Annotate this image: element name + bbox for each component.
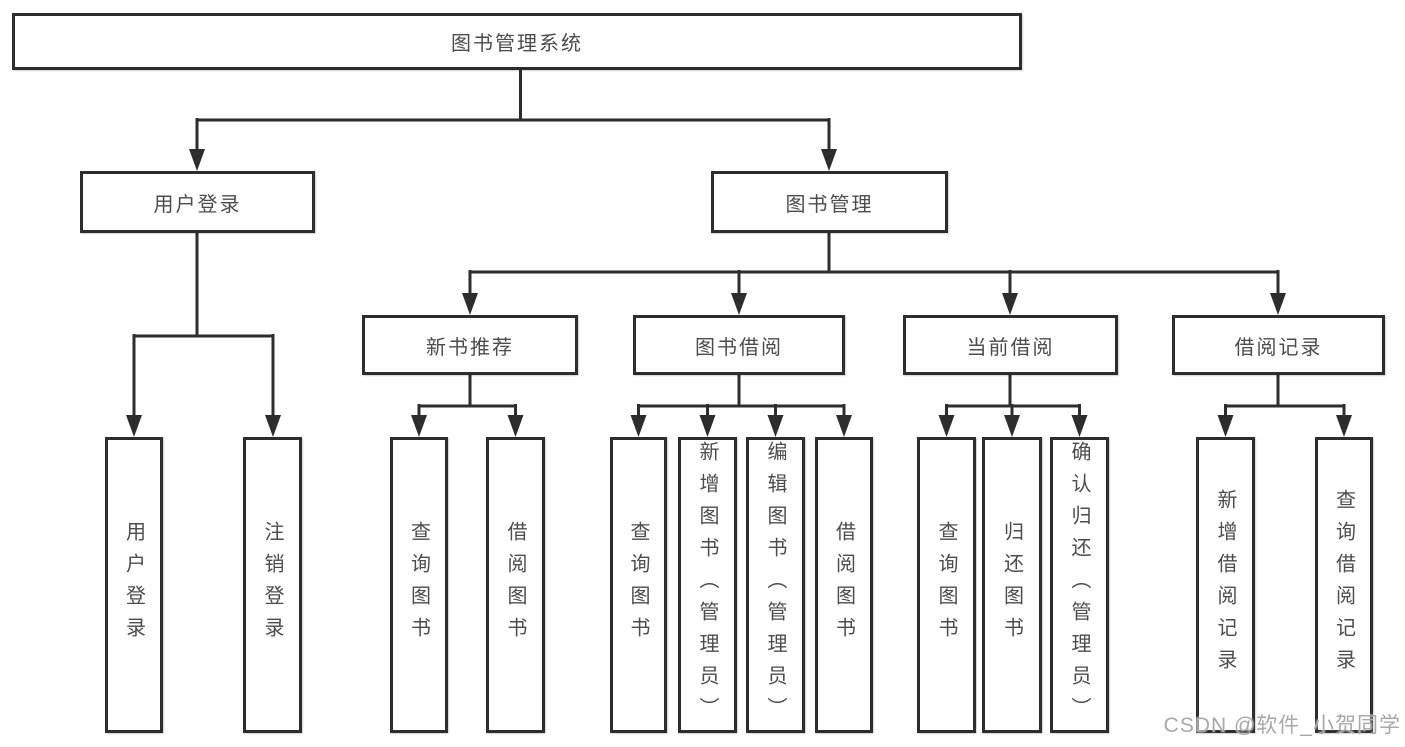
leaf-edit-book-admin-label: 编辑图书（管理员）	[764, 441, 786, 729]
leaf-add-borrow-record-label: 新增借阅记录	[1214, 489, 1236, 681]
arrowhead	[1270, 293, 1286, 315]
node-book-management-label: 图书管理	[785, 193, 874, 216]
leaf-query-books-2: 查询图书	[610, 437, 667, 733]
arrowhead	[699, 415, 716, 437]
leaf-confirm-return-admin-label: 确认归还（管理员）	[1068, 441, 1090, 729]
arrowhead	[836, 415, 852, 437]
leaf-logout-label: 注销登录	[261, 521, 283, 649]
arrowhead	[767, 415, 784, 437]
node-current-borrow: 当前借阅	[903, 315, 1118, 375]
connector-current-borrow-to-leaves	[938, 374, 1088, 437]
arrowhead	[731, 293, 747, 315]
node-root: 图书管理系统	[12, 13, 1022, 70]
leaf-query-borrow-record: 查询借阅记录	[1315, 437, 1373, 733]
arrowhead	[821, 149, 837, 171]
node-book-borrow-label: 图书借阅	[695, 336, 783, 359]
node-new-book-recommend-label: 新书推荐	[426, 336, 514, 359]
arrowhead	[1002, 293, 1018, 315]
node-book-borrow: 图书借阅	[633, 315, 845, 375]
node-user-login: 用户登录	[80, 171, 315, 233]
connector-borrow-records-to-leaves	[1217, 374, 1352, 437]
node-borrow-records-label: 借阅记录	[1234, 336, 1323, 359]
arrowhead	[1217, 415, 1234, 437]
leaf-query-books-2-label: 查询图书	[627, 521, 649, 649]
connector-user-login-to-leaves	[126, 232, 281, 437]
leaf-add-borrow-record: 新增借阅记录	[1196, 437, 1255, 733]
leaf-logout: 注销登录	[243, 437, 302, 733]
arrowhead	[462, 293, 478, 315]
leaf-query-books-3: 查询图书	[917, 437, 976, 733]
leaf-query-books-1: 查询图书	[390, 437, 448, 733]
leaf-edit-book-admin: 编辑图书（管理员）	[746, 437, 805, 733]
leaf-borrow-books-1-label: 借阅图书	[504, 521, 526, 649]
leaf-confirm-return-admin: 确认归还（管理员）	[1050, 437, 1109, 733]
watermark: CSDN @软件_小贺同学	[1163, 714, 1401, 737]
node-current-borrow-label: 当前借阅	[966, 336, 1055, 359]
node-new-book-recommend: 新书推荐	[362, 315, 578, 375]
node-book-management: 图书管理	[711, 171, 948, 233]
leaf-user-login: 用户登录	[105, 437, 163, 733]
leaf-borrow-books-2: 借阅图书	[815, 437, 873, 733]
leaf-borrow-books-2-label: 借阅图书	[832, 521, 855, 649]
connector-book-management-to-level3	[462, 232, 1286, 315]
leaf-return-books-label: 归还图书	[1000, 521, 1023, 649]
leaf-return-books: 归还图书	[982, 437, 1042, 733]
arrowhead	[1004, 415, 1020, 437]
leaf-user-login-label: 用户登录	[122, 521, 145, 649]
arrowhead	[938, 415, 955, 437]
arrowhead	[630, 415, 647, 437]
connector-new-book-recommend-to-leaves	[411, 374, 524, 437]
arrowhead	[507, 415, 524, 437]
node-root-label: 图书管理系统	[451, 33, 583, 55]
arrowhead	[189, 149, 205, 171]
arrowhead	[1336, 415, 1352, 437]
arrowhead	[411, 415, 427, 437]
leaf-borrow-books-1: 借阅图书	[486, 437, 545, 733]
node-user-login-label: 用户登录	[153, 193, 242, 216]
leaf-query-books-3-label: 查询图书	[935, 521, 957, 649]
leaf-add-book-admin-label: 新增图书（管理员）	[696, 441, 718, 729]
node-borrow-records: 借阅记录	[1172, 315, 1385, 375]
leaf-query-books-1-label: 查询图书	[407, 521, 430, 649]
leaf-add-book-admin: 新增图书（管理员）	[678, 437, 737, 733]
leaf-query-borrow-record-label: 查询借阅记录	[1332, 489, 1355, 681]
connector-book-borrow-to-leaves	[630, 374, 852, 437]
arrowhead	[1071, 415, 1088, 437]
arrowhead	[126, 415, 142, 437]
connector-root-to-level2	[189, 68, 837, 171]
arrowhead	[265, 415, 281, 437]
